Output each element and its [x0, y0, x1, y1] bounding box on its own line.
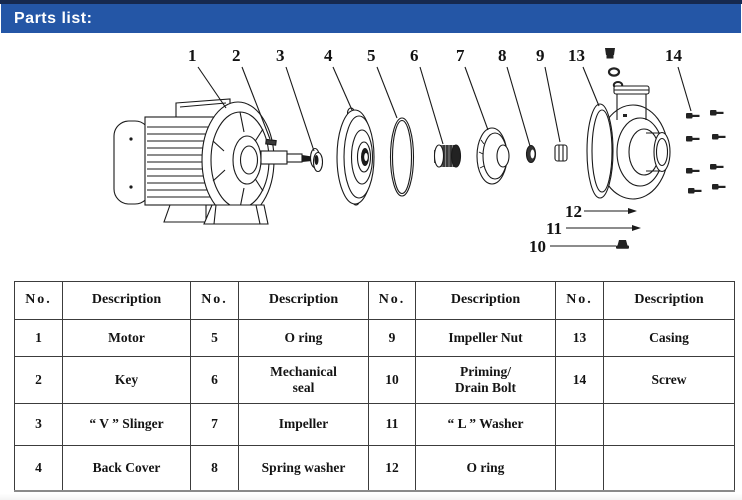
o-ring-figure — [389, 117, 415, 197]
part-description-cell: “ L ” Washer — [415, 403, 556, 446]
header-top-line — [0, 0, 742, 4]
spring-washer-figure — [525, 144, 537, 164]
callout-label-6: 6 — [410, 46, 419, 65]
part-number-cell: 2 — [14, 356, 63, 404]
parts-table: No. Description No. Description No. Desc… — [14, 281, 735, 492]
table-row: 1 Motor 5 O ring 9 Impeller Nut 13 Casin… — [14, 319, 735, 357]
part-number-cell: 1 — [14, 319, 63, 357]
part-description-cell: Priming/ Drain Bolt — [415, 356, 556, 404]
table-row: 2 Key 6 Mechanical seal 10 Priming/ Drai… — [14, 356, 735, 404]
part-number-cell — [555, 445, 604, 491]
part-number-cell: 3 — [14, 403, 63, 446]
callout-label-8: 8 — [498, 46, 507, 65]
screws-figure — [686, 110, 726, 194]
back-cover-figure — [336, 107, 375, 206]
callout-label-7: 7 — [456, 46, 465, 65]
col-header-no: No. — [368, 281, 416, 320]
part-number-cell: 5 — [190, 319, 239, 357]
part-description-cell: Key — [62, 356, 191, 404]
callout-label-3: 3 — [276, 46, 285, 65]
callout-label-14: 14 — [665, 46, 682, 65]
callout-label-9: 9 — [536, 46, 545, 65]
callout-label-12: 12 — [565, 202, 582, 221]
part-description-cell — [603, 445, 735, 491]
part-description-cell: Casing — [603, 319, 735, 357]
part-number-cell: 14 — [555, 356, 604, 404]
callout-label-13: 13 — [568, 46, 585, 65]
part-description-cell: Screw — [603, 356, 735, 404]
col-header-no: No. — [190, 281, 239, 320]
part-number-cell: 8 — [190, 445, 239, 491]
part-number-cell: 7 — [190, 403, 239, 446]
motor-figure — [113, 98, 312, 225]
section-header-bar: Parts list: — [1, 4, 741, 33]
col-header-description: Description — [603, 281, 735, 320]
col-header-no: No. — [555, 281, 604, 320]
table-header-row: No. Description No. Description No. Desc… — [14, 281, 735, 320]
casing-figure — [586, 85, 671, 200]
part-description-cell: O ring — [238, 319, 369, 357]
mechanical-seal-figure — [433, 144, 462, 168]
part-description-cell: Motor — [62, 319, 191, 357]
callout-label-4: 4 — [324, 46, 333, 65]
part-number-cell: 12 — [368, 445, 416, 491]
part-description-cell: Mechanical seal — [238, 356, 369, 404]
part-number-cell: 4 — [14, 445, 63, 491]
col-header-no: No. — [14, 281, 63, 320]
callout-label-11: 11 — [546, 219, 563, 238]
part-description-cell: Impeller Nut — [415, 319, 556, 357]
part-description-cell — [603, 403, 735, 446]
part-number-cell: 13 — [555, 319, 604, 357]
drain-bolt-stack-figure — [605, 48, 624, 89]
part-number-cell: 6 — [190, 356, 239, 404]
part-number-cell: 10 — [368, 356, 416, 404]
impeller-figure — [476, 127, 510, 185]
part-number-cell: 9 — [368, 319, 416, 357]
table-row: 4 Back Cover 8 Spring washer 12 O ring — [14, 445, 735, 491]
key-figure — [265, 138, 277, 146]
table-row: 3 “ V ” Slinger 7 Impeller 11 “ L ” Wash… — [14, 403, 735, 446]
v-slinger-figure — [309, 147, 324, 173]
callout-label-5: 5 — [367, 46, 376, 65]
part-description-cell: Spring washer — [238, 445, 369, 491]
impeller-nut-figure — [554, 144, 568, 162]
part-number-cell — [555, 403, 604, 446]
part-description-cell: Back Cover — [62, 445, 191, 491]
page-cutoff-artifact — [0, 494, 742, 500]
part-description-cell: “ V ” Slinger — [62, 403, 191, 446]
page-title: Parts list: — [14, 10, 93, 27]
callout-label-10: 10 — [529, 237, 546, 256]
callout-label-2: 2 — [232, 46, 241, 65]
exploded-view-diagram — [113, 48, 726, 249]
col-header-description: Description — [415, 281, 556, 320]
callout-label-1: 1 — [188, 46, 197, 65]
part-number-cell: 11 — [368, 403, 416, 446]
col-header-description: Description — [62, 281, 191, 320]
callout-leader-lines — [197, 66, 692, 249]
part-description-cell: Impeller — [238, 403, 369, 446]
part-description-cell: O ring — [415, 445, 556, 491]
col-header-description: Description — [238, 281, 369, 320]
